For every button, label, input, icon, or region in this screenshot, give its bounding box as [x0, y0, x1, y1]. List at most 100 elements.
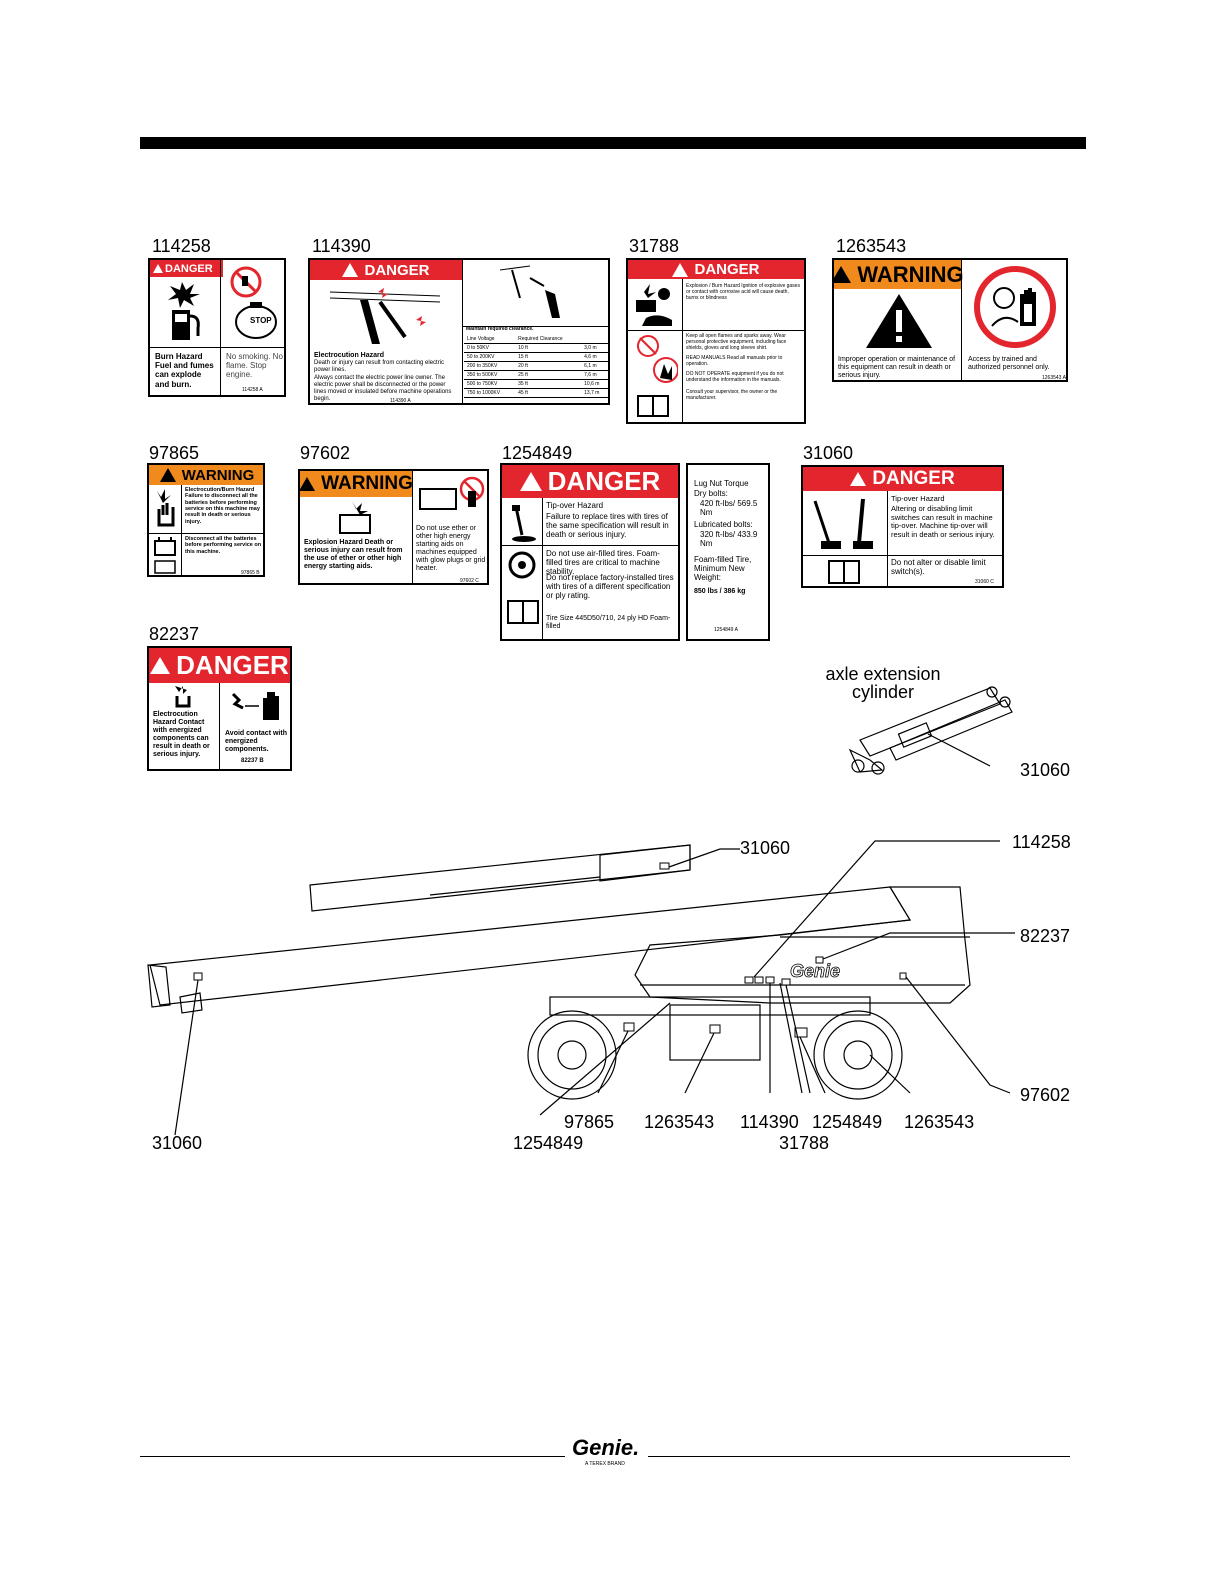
axle-extension-cylinder-drawing [848, 686, 1013, 775]
decal-text-1: Explosion / Burn Hazard Ignition of expl… [686, 283, 800, 301]
danger-header: DANGER [628, 260, 804, 279]
decal-text-2: Disconnect all the batteries before perf… [185, 536, 262, 555]
decal-text-3: READ MANUALS Read all manuals prior to o… [686, 355, 783, 367]
danger-header: DANGER [150, 260, 223, 277]
callout-31788: 31788 [779, 1133, 830, 1153]
boom-clearance-icon [500, 265, 560, 318]
part-number-1263543: 1263543 [836, 236, 907, 256]
part-number-82237: 82237 [149, 624, 200, 644]
decal-1254849-torque-panel: Lug Nut Torque Dry bolts: 420 ft-lbs/ 56… [686, 463, 770, 641]
decal-82237: DANGER Electrocution Hazard Contact with… [147, 646, 292, 771]
decal-code: 31060 C [975, 579, 994, 585]
decal-1263543: WARNING Improper operation or maintenanc… [832, 258, 1068, 382]
side-text-3: 420 ft-lbs/ 569.5 Nm [700, 499, 758, 518]
decal-text-1: Failure to replace tires with tires of t… [546, 512, 669, 540]
callout-1254849-b: 1254849 [812, 1112, 883, 1132]
side-text-5: 320 ft-lbs/ 433.9 Nm [700, 530, 758, 549]
decal-text-4: Tire Size 445D50/710, 24 ply HD Foam-fil… [546, 615, 671, 631]
danger-header: DANGER [803, 467, 1002, 491]
part-number-31788: 31788 [629, 236, 680, 256]
callout-jib-31060: 31060 [740, 838, 791, 858]
side-text-4: Lubricated bolts: [694, 520, 753, 529]
footer-rule-left [140, 1456, 565, 1457]
decal-code: 114390 A [390, 398, 411, 404]
decal-text-3: Do not replace factory-installed tires w… [546, 573, 674, 601]
part-number-1254849: 1254849 [502, 443, 573, 463]
side-text-6: Foam-filled Tire, Minimum New Weight: [694, 555, 752, 583]
danger-header: DANGER [310, 260, 462, 280]
callout-114390: 114390 [740, 1112, 799, 1132]
axle-extension-cylinder-label: axle extension cylinder [825, 664, 941, 702]
electrocution-hand-icon [157, 489, 175, 527]
warning-header: WARNING [300, 471, 413, 497]
decal-code: 97865 B [241, 570, 260, 576]
decal-114390: DANGER Electrocution Hazard Death or inj… [308, 258, 610, 405]
warning-triangle-icon [866, 294, 932, 348]
machine-genie-logo: Genie [790, 961, 840, 981]
callout-97602: 97602 [1020, 1085, 1071, 1105]
decal-code: 1254849 A [714, 627, 738, 633]
decal-text-2: Keep all open flames and sparks away. We… [686, 333, 787, 351]
decal-code: 97602 C [460, 578, 479, 584]
decal-text-4: DO NOT OPERATE equipment if you do not u… [686, 371, 784, 383]
callout-97865: 97865 [564, 1112, 615, 1132]
warning-header: WARNING [834, 260, 964, 289]
decal-code: 114258 A [242, 387, 263, 393]
decal-code: 1263543 A [1042, 375, 1066, 381]
electrocution-hand-icon [175, 686, 191, 708]
part-number-97865: 97865 [149, 443, 200, 463]
tire-read-manual-icon [507, 551, 539, 624]
no-ether-icon [419, 476, 485, 510]
decal-text-left: Burn Hazard Fuel and fumes can explode a… [155, 352, 214, 389]
tip-over-icon [512, 505, 536, 542]
engine-explosion-icon [339, 501, 371, 534]
decal-code: 82237 B [241, 758, 264, 764]
side-text-2: Dry bolts: [694, 489, 728, 498]
callout-1263543-a: 1263543 [644, 1112, 715, 1132]
decal-31788: DANGER Explosion / Burn Hazard Ignition … [626, 258, 806, 424]
warning-header: WARNING [149, 465, 263, 485]
part-number-114390: 114390 [312, 236, 371, 256]
battery-acid-icon [636, 284, 672, 326]
callout-axle-31060: 31060 [1020, 760, 1071, 780]
decal-1254849: DANGER Tip-over Hazard Failure to replac… [500, 463, 680, 641]
decal-text-left: Explosion Hazard Death or serious injury… [304, 539, 403, 571]
read-manual-icon [828, 560, 860, 584]
hazard-title: Tip-over Hazard [546, 501, 604, 510]
avoid-contact-icon [231, 692, 279, 720]
callout-82237: 82237 [1020, 926, 1071, 946]
table-title: Maintain required clearance. [466, 326, 534, 332]
decal-114258: DANGER STOP Burn Hazard Fuel and fumes c… [148, 258, 286, 397]
callout-1263543-b: 1263543 [904, 1112, 975, 1132]
decal-97602: WARNING Explosion Hazard Death or seriou… [298, 469, 489, 585]
hazard-title: Electrocution Hazard [314, 352, 385, 359]
footer-tagline: A TEREX BRAND [585, 1461, 625, 1467]
side-text-1: Lug Nut Torque [694, 479, 749, 488]
danger-header: DANGER [149, 648, 290, 683]
callout-1254849-a: 1254849 [513, 1133, 584, 1153]
no-smoking-stop-engine-icon [230, 266, 277, 339]
footer-genie-logo: Genie. [572, 1435, 640, 1460]
decal-text-right: Avoid contact with energized components. [225, 730, 287, 754]
boom-lift-side-view: Genie [147, 840, 1015, 1136]
decal-text-left: Improper operation or maintenance of thi… [838, 356, 956, 380]
decal-text-5: Consult your supervisor, the owner or th… [686, 389, 778, 401]
decal-text-1: Death or injury can result from contacti… [314, 360, 445, 373]
decal-text-2: Do not alter or disable limit switch(s). [891, 558, 986, 577]
stop-sign-text: STOP [250, 316, 272, 325]
decal-text-right: No smoking. No flame. Stop engine. [226, 352, 283, 380]
tip-over-booms-icon [813, 498, 873, 549]
power-line-boom-icon [330, 288, 440, 344]
footer-rule-right [648, 1456, 1070, 1457]
decal-text-2: Do not use air-filled tires. Foam-filled… [546, 549, 660, 577]
decal-text-1: Electrocution/Burn Hazard Failure to dis… [185, 487, 260, 525]
decal-31060: DANGER Tip-over Hazard Altering or disab… [801, 465, 1004, 588]
fuel-pump-explosion-icon [168, 282, 200, 340]
